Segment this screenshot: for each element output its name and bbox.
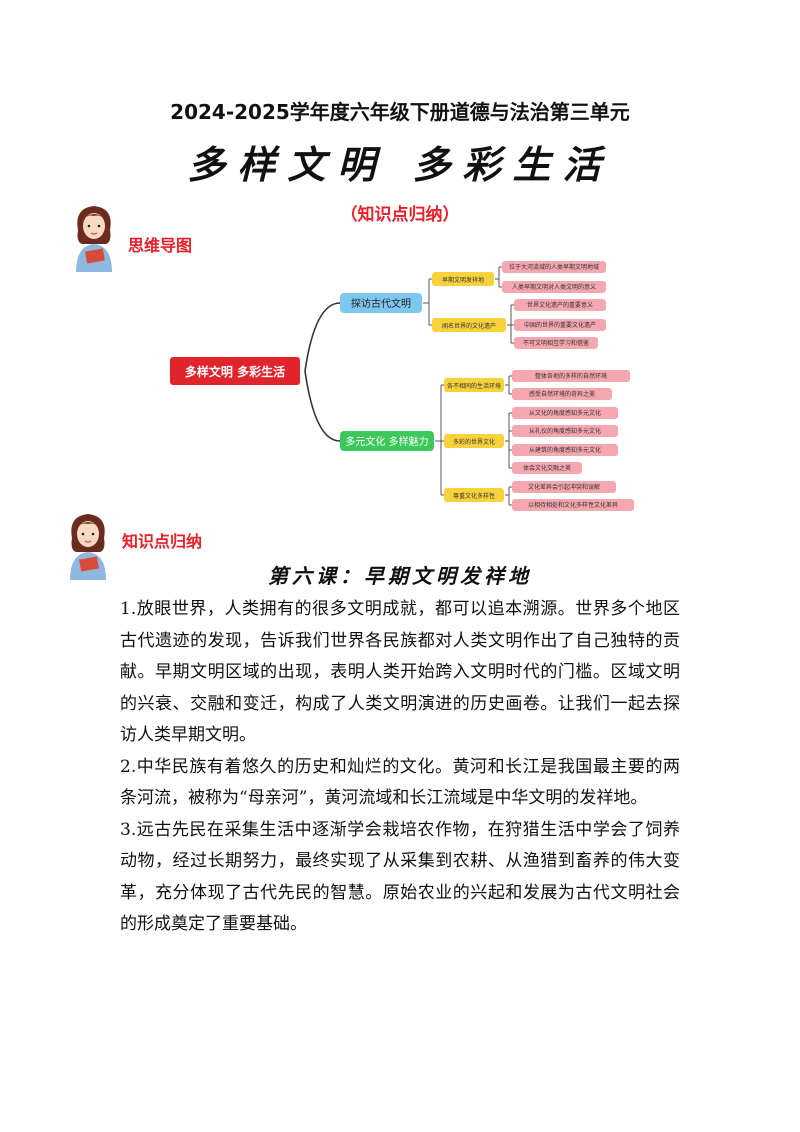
document-header: 2024-2025学年度六年级下册道德与法治第三单元	[170, 100, 630, 124]
mindmap-leaf-text: 以相待相处和文化多样性文化差异	[528, 501, 618, 509]
lesson-body: 1.放眼世界，人类拥有的很多文明成就，都可以追本溯源。世界多个地区古代遗迹的发现…	[120, 594, 680, 941]
mindmap-sub-box	[444, 434, 504, 448]
mindmap-sub-box	[432, 272, 494, 286]
mindmap-leaf-text: 人类早期文明对人类文明的意义	[512, 283, 596, 291]
mindmap-leaf-box	[512, 388, 612, 400]
mindmap-leaf-box	[514, 319, 606, 331]
lesson-paragraph: 3.远古先民在采集生活中逐渐学会栽培农作物，在狩猎生活中学会了饲养动物，经过长期…	[120, 819, 680, 935]
connector-root-branch2	[304, 370, 341, 442]
mindmap-leaf-text: 体会文化交融之美	[523, 464, 571, 472]
document-title: 多样文明 多彩生活	[187, 142, 613, 187]
mindmap-sub-text: 多彩的世界文化	[453, 438, 495, 446]
mindmap-leaf-text: 整体各地的多样的自然环境	[535, 372, 607, 380]
lesson-paragraph: 1.放眼世界，人类拥有的很多文明成就，都可以追本溯源。世界多个地区古代遗迹的发现…	[120, 599, 680, 745]
mindmap-branch1-text: 探访古代文明	[351, 297, 411, 310]
mindmap-root-box	[170, 357, 300, 385]
girl-avatar-icon	[70, 514, 106, 580]
lesson-paragraph: 2.中华民族有着悠久的历史和灿烂的文化。黄河和长江是我国最主要的两条河流，被称为…	[120, 756, 680, 809]
mindmap-branch1-box	[340, 293, 422, 313]
mindmap-leaf-text: 世界文化遗产的重要意义	[527, 301, 593, 309]
mindmap-branch2-box	[340, 431, 434, 451]
mindmap-section-label: 思维导图	[128, 236, 193, 255]
mindmap-leaf-text: 位于大河流域的人类早期文明地域	[509, 263, 599, 271]
mindmap-root-text: 多样文明 多彩生活	[185, 364, 285, 379]
mindmap-sub-box	[432, 318, 506, 332]
mindmap-sub-text: 早期文明发祥地	[442, 276, 484, 284]
mindmap-leaf-box	[514, 337, 598, 349]
mindmap-leaf-text: 从礼仪的角度感知多元文化	[529, 427, 601, 435]
knowledge-section-label: 知识点归纳	[122, 532, 203, 551]
mindmap-leaf-box	[512, 499, 634, 511]
mindmap-sub-text: 尊重文化多样性	[453, 492, 495, 500]
mindmap-leaf-box	[512, 407, 618, 419]
document-subtitle: （知识点归纳）	[340, 205, 460, 225]
mindmap-leaf-box	[512, 444, 618, 456]
mindmap-leaf-text: 从文化的角度感知多元文化	[529, 409, 601, 417]
mindmap-leaf-text: 文化差异会引起冲突和误解	[528, 483, 600, 491]
mindmap-leaf-box	[502, 261, 606, 273]
mindmap-leaf-text: 感受自然环境的奇异之美	[529, 390, 595, 398]
mindmap-leaf-box	[512, 481, 616, 493]
mindmap-sub-text: 闻名世界的文化遗产	[442, 322, 496, 330]
mindmap-leaf-text: 不可文明相互学习和借鉴	[523, 339, 589, 347]
mindmap-leaf-box	[512, 425, 618, 437]
mindmap-leaf-box	[502, 281, 606, 293]
mindmap-leaf-box	[512, 462, 582, 474]
mindmap-sub-box	[444, 488, 504, 502]
mindmap-sub-text: 各不相同的生活环境	[447, 382, 501, 390]
mindmap-leaf-box	[514, 299, 606, 311]
girl-avatar-icon	[76, 206, 112, 272]
connector-root-branch1	[304, 302, 341, 372]
mindmap-sub-box	[444, 378, 504, 392]
lesson-title: 第六课：早期文明发祥地	[268, 564, 532, 588]
mindmap-leaf-text: 从建筑的角度感知多元文化	[529, 446, 601, 454]
mindmap-branch2-text: 多元文化 多样魅力	[345, 435, 428, 448]
mindmap-leaf-box	[512, 370, 630, 382]
mindmap-leaf-text: 中国的世界的重要文化遗产	[524, 321, 596, 329]
mind-map: 多样文明 多彩生活 探访古代文明 多元文化 多样魅力 早期文明发祥地 闻名世界的…	[170, 261, 634, 511]
